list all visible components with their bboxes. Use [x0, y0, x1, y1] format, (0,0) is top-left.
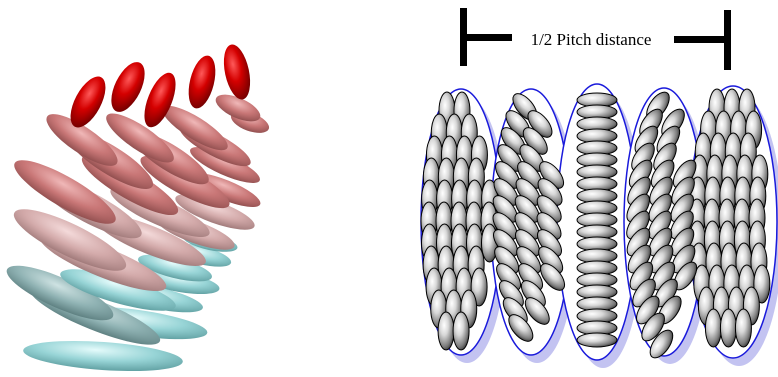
- ellipsoid-molecule: [22, 336, 184, 375]
- pitch-line-right: [674, 36, 731, 43]
- pitch-line-left: [460, 34, 512, 41]
- ellipsoid-molecule: [735, 309, 751, 347]
- ellipsoid-molecule: [720, 309, 736, 347]
- layered-helix-cross-section: [421, 84, 778, 368]
- ellipsoid-molecule: [438, 312, 454, 350]
- pitch-distance-label: 1/2 Pitch distance: [531, 30, 652, 49]
- ellipsoid-molecule: [219, 42, 254, 102]
- helix-3d-rendering: [1, 42, 272, 375]
- ellipsoid-molecule: [705, 309, 721, 347]
- ellipsoid-molecule: [453, 312, 469, 350]
- ellipsoid-molecule: [184, 53, 220, 111]
- ellipsoid-molecule: [104, 57, 151, 117]
- pitch-distance-annotation: 1/2 Pitch distance: [460, 8, 731, 70]
- ellipsoid-molecule: [577, 333, 617, 347]
